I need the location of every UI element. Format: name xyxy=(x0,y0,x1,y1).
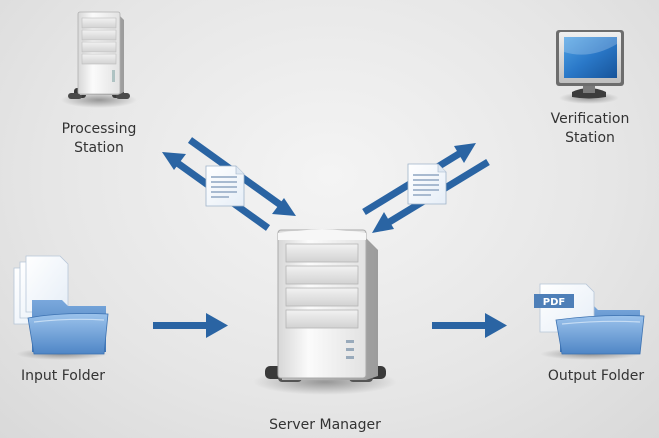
document-icon xyxy=(407,163,447,205)
verification-station-label-line2: Station xyxy=(565,130,615,146)
output-folder-label: Output Folder xyxy=(536,367,656,386)
processing-station-label-line2: Station xyxy=(74,140,124,156)
input-folder-icon xyxy=(13,255,109,360)
arrow-input-to-server xyxy=(153,313,228,338)
output-folder-label-text: Output Folder xyxy=(547,368,645,384)
input-folder-label: Input Folder xyxy=(2,367,124,386)
verification-station-label: Verification Station xyxy=(530,110,650,148)
verification-station-icon xyxy=(556,30,624,104)
processing-station-label: Processing Station xyxy=(44,120,154,158)
server-manager-label-text: Server Manager xyxy=(269,417,381,433)
processing-station-icon xyxy=(61,11,137,108)
output-folder-icon: PDF xyxy=(534,283,645,360)
arrow-server-to-output xyxy=(432,313,507,338)
server-manager-icon xyxy=(253,229,397,395)
server-manager-label: Server Manager xyxy=(250,416,400,435)
processing-station-label-line1: Processing xyxy=(61,121,137,137)
verification-station-label-line1: Verification xyxy=(550,111,630,127)
document-icon xyxy=(205,165,245,207)
input-folder-label-text: Input Folder xyxy=(21,368,105,384)
pdf-badge: PDF xyxy=(543,297,565,308)
